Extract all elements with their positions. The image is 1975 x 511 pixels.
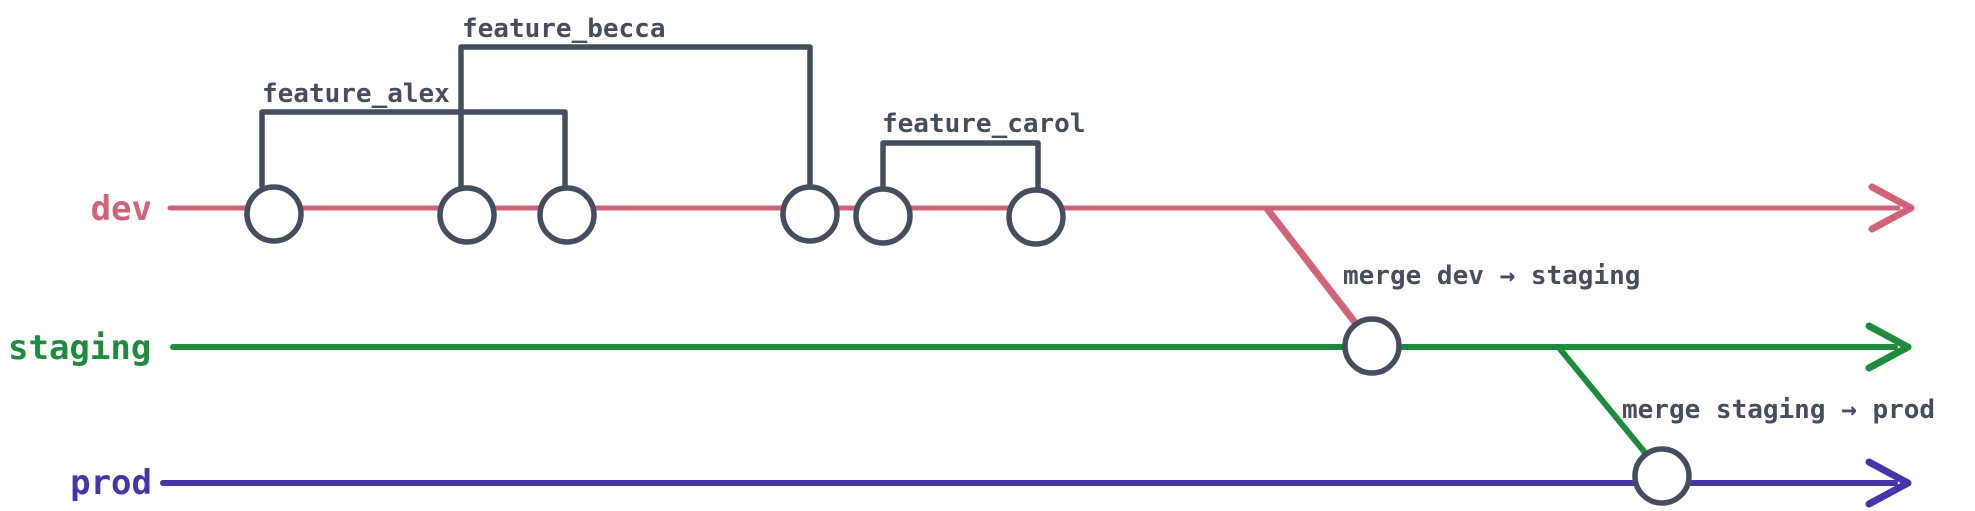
feature-bracket-alex — [259, 109, 568, 191]
prod-merge-commit — [1632, 446, 1692, 506]
dev-commit-4 — [780, 184, 840, 244]
branch-label-prod: prod — [70, 463, 152, 503]
prod-arrowhead-icon — [1865, 458, 1912, 508]
dev-commit-5 — [853, 186, 913, 246]
dev-commit-3 — [537, 185, 597, 245]
commit-nodes — [244, 184, 1692, 506]
staging-arrowhead-icon — [1865, 322, 1912, 372]
feature-bracket-carol — [880, 140, 1041, 193]
dev-commit-2 — [437, 185, 497, 245]
merge-staging-prod-label: merge staging → prod — [1622, 395, 1935, 425]
annotation-labels: feature_alex feature_becca feature_carol… — [262, 14, 1935, 425]
merge-dev-staging-label: merge dev → staging — [1343, 261, 1640, 291]
staging-merge-commit — [1342, 316, 1402, 376]
branch-dev: dev — [91, 183, 1915, 329]
dev-arrowhead-icon — [1868, 183, 1915, 233]
dev-commit-6 — [1006, 187, 1066, 247]
branch-staging: staging — [8, 322, 1912, 458]
feature-carol-label: feature_carol — [882, 109, 1086, 139]
branch-label-staging: staging — [8, 328, 151, 368]
branch-prod: prod — [70, 458, 1912, 508]
feature-brackets — [259, 44, 1041, 193]
feature-becca-label: feature_becca — [462, 14, 666, 44]
merge-line-staging-to-prod — [1557, 346, 1650, 458]
branch-label-dev: dev — [91, 189, 152, 229]
dev-commit-1 — [244, 184, 304, 244]
feature-alex-label: feature_alex — [262, 79, 450, 109]
feature-bracket-becca — [458, 44, 813, 191]
merge-line-dev-to-staging — [1264, 206, 1361, 329]
